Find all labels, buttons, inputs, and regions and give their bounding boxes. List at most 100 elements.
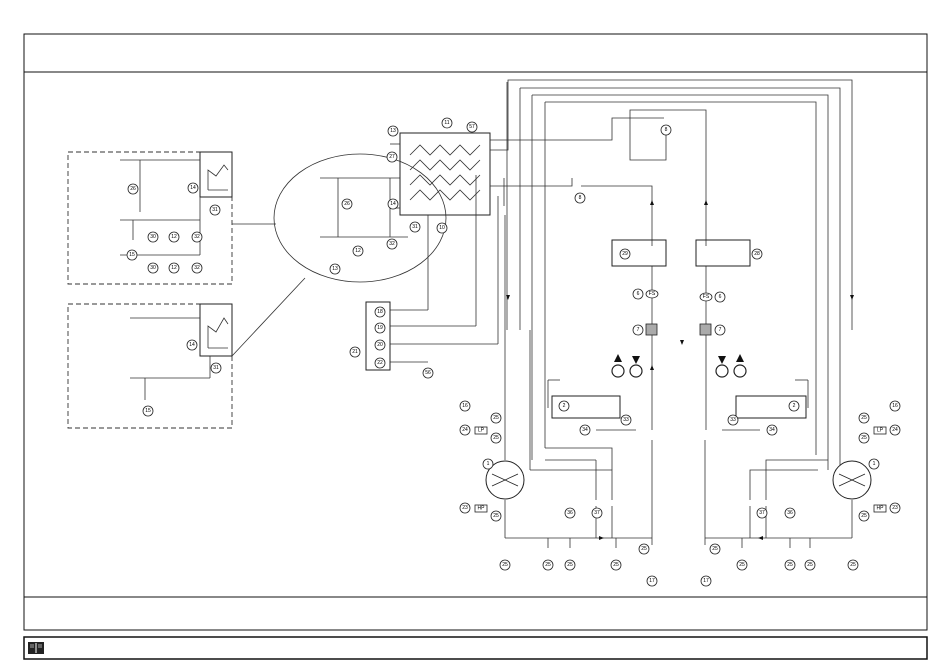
callout-number: 7 — [719, 327, 722, 333]
callout-number: 24 — [892, 427, 898, 433]
callout-n14-17: 14 — [188, 183, 198, 193]
callout-number: 25 — [502, 562, 508, 568]
callout-number: 12 — [355, 248, 361, 254]
callout-number: 31 — [412, 224, 418, 230]
callout-n29-55: 29 — [620, 249, 630, 259]
callout-number: 25 — [861, 513, 867, 519]
callout-number: 31 — [212, 207, 218, 213]
callout-number: 20 — [377, 342, 383, 348]
callout-number: 56 — [425, 370, 431, 376]
open-book-icon — [28, 642, 44, 654]
callout-n25-47: 25 — [737, 560, 747, 570]
callout-number: 16 — [462, 403, 468, 409]
callout-n37-71: 37 — [757, 508, 767, 518]
callout-n25-48: 25 — [785, 560, 795, 570]
callout-n24-33: 24 — [460, 425, 470, 435]
callout-n25-46: 25 — [710, 544, 720, 554]
callout-number: 18 — [377, 309, 383, 315]
callout-number: 25 — [493, 435, 499, 441]
callout-number: 14 — [390, 201, 396, 207]
callout-number: 12 — [171, 265, 177, 271]
callout-number: 8 — [579, 195, 582, 201]
callout-number: 22 — [377, 360, 383, 366]
callout-number: 6 — [637, 291, 640, 297]
callout-n13-16: 13 — [330, 264, 340, 274]
callout-number: 32 — [194, 234, 200, 240]
tag-hp-right-text: HP — [877, 506, 885, 512]
callout-number: 23 — [892, 505, 898, 511]
callout-number: 37 — [759, 510, 765, 516]
callout-n17-24: 17 — [647, 576, 657, 586]
callout-number: 33 — [730, 417, 736, 423]
callout-number: 7 — [637, 327, 640, 333]
callout-number: 25 — [613, 562, 619, 568]
callout-n25-49: 25 — [805, 560, 815, 570]
callout-number: 25 — [545, 562, 551, 568]
callout-number: 13 — [332, 266, 338, 272]
callout-n25-39: 25 — [859, 433, 869, 443]
callout-n12-14: 12 — [353, 246, 363, 256]
callout-number: 13 — [390, 128, 396, 134]
callout-n25-40: 25 — [859, 511, 869, 521]
tag-hp-right: HP — [874, 505, 886, 512]
callout-n25-35: 25 — [491, 413, 501, 423]
callout-number: 17 — [649, 578, 655, 584]
callout-n7-7: 7 — [715, 325, 725, 335]
callout-n25-36: 25 — [491, 433, 501, 443]
callout-n26-52: 26 — [342, 199, 352, 209]
callout-number: 25 — [850, 562, 856, 568]
callout-n25-41: 25 — [500, 560, 510, 570]
callout-number: 15 — [129, 252, 135, 258]
callout-number: 2 — [793, 403, 796, 409]
callout-n1-0: 1 — [483, 459, 493, 469]
callout-n8-8: 8 — [575, 193, 585, 203]
callout-number: 19 — [377, 325, 383, 331]
callout-n36-69: 36 — [785, 508, 795, 518]
callout-number: 25 — [739, 562, 745, 568]
callout-n34-67: 34 — [767, 425, 777, 435]
callout-number: 14 — [189, 342, 195, 348]
callout-number: 25 — [861, 435, 867, 441]
callout-number: 29 — [622, 251, 628, 257]
callout-n7-6: 7 — [633, 325, 643, 335]
callout-number: 25 — [567, 562, 573, 568]
callout-n25-44: 25 — [611, 560, 621, 570]
callout-number: 11 — [444, 120, 449, 126]
callout-n14-18: 14 — [388, 199, 398, 209]
callout-n15-20: 15 — [127, 250, 137, 260]
callout-n32-63: 32 — [387, 239, 397, 249]
callout-number: 25 — [807, 562, 813, 568]
callout-n31-58: 31 — [210, 205, 220, 215]
callout-n12-12: 12 — [169, 232, 179, 242]
callout-n2-3: 2 — [789, 401, 799, 411]
callout-number: 15 — [145, 408, 151, 414]
callout-number: 24 — [462, 427, 468, 433]
callout-n24-34: 24 — [890, 425, 900, 435]
callout-n19-27: 19 — [375, 323, 385, 333]
callout-number: 32 — [194, 265, 200, 271]
tag-lp-right-text: LP — [877, 428, 884, 434]
callout-number: 27 — [389, 154, 395, 160]
callout-number: 25 — [861, 415, 867, 421]
callout-n22-30: 22 — [375, 358, 385, 368]
callout-n8-9: 8 — [661, 125, 671, 135]
callout-number: 26 — [130, 186, 136, 192]
callout-number: 33 — [623, 417, 629, 423]
callout-n11-11: 11 — [442, 118, 452, 128]
callout-n33-65: 33 — [728, 415, 738, 425]
callout-number: 26 — [344, 201, 350, 207]
callout-number: 34 — [769, 427, 775, 433]
leader-line-bottom — [232, 278, 305, 356]
callout-n13-15: 13 — [388, 126, 398, 136]
filter-dryer-left — [646, 324, 657, 335]
callout-number: 37 — [594, 510, 600, 516]
callout-number: 36 — [567, 510, 573, 516]
callout-n12-13: 12 — [169, 263, 179, 273]
callout-number: 21 — [352, 349, 358, 355]
flow-arrows — [506, 200, 854, 540]
callout-n30-56: 30 — [148, 232, 158, 242]
tag-fs-right: FS — [700, 293, 712, 301]
callout-number: 36 — [787, 510, 793, 516]
callout-number: 16 — [892, 403, 898, 409]
